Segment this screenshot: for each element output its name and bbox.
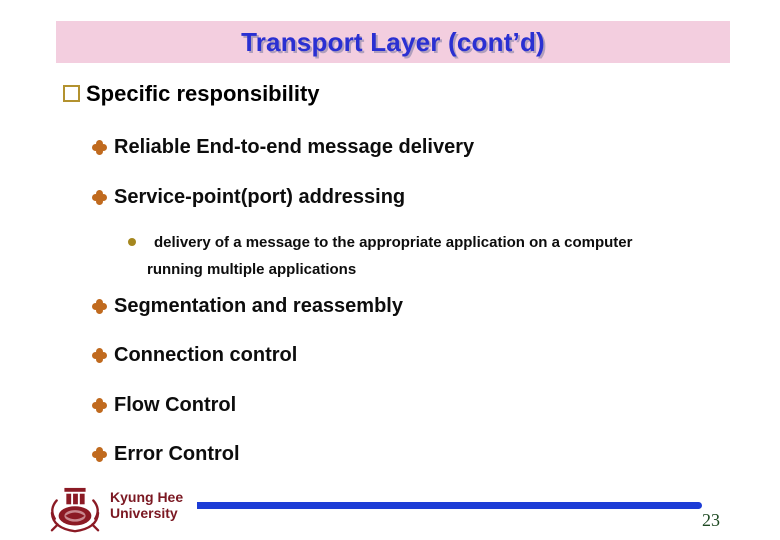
- bullet-item-reliable-delivery: Reliable End-to-end message delivery: [96, 135, 474, 160]
- heading-text: Specific responsibility: [86, 81, 320, 106]
- quatrefoil-bullet-icon: [96, 352, 103, 359]
- bullet-text: Service-point(port) addressing: [114, 186, 406, 208]
- bullet-text: Error Control: [114, 443, 240, 465]
- quatrefoil-bullet-icon: [96, 194, 103, 201]
- bullet-item-flow-control: Flow Control: [96, 393, 236, 418]
- bullet-text: Flow Control: [114, 394, 237, 416]
- slide-title: Transport Layer (cont’d): [241, 26, 545, 57]
- quatrefoil-bullet-icon: [96, 402, 103, 409]
- university-name-line1: Kyung Hee: [110, 489, 184, 505]
- quatrefoil-bullet-icon: [96, 303, 103, 310]
- footer-divider-bar: [197, 502, 702, 509]
- bullet-item-service-point-addressing: Service-point(port) addressing: [96, 185, 405, 210]
- bullet-item-error-control: Error Control: [96, 442, 240, 467]
- quatrefoil-bullet-icon: [96, 144, 103, 151]
- slide-title-bar: Transport Layer (cont’d): [56, 21, 730, 63]
- bullet-item-segmentation-reassembly: Segmentation and reassembly: [96, 294, 403, 319]
- heading-row: Specific responsibility: [63, 81, 320, 107]
- bullet-item-connection-control: Connection control: [96, 343, 297, 368]
- university-name: Kyung Hee University: [110, 489, 183, 521]
- dot-bullet-icon: [128, 238, 136, 246]
- bullet-text: Connection control: [114, 344, 298, 366]
- sub-bullet-text: delivery of a message to the appropriate…: [147, 234, 633, 278]
- quatrefoil-bullet-icon: [96, 451, 103, 458]
- square-bullet-icon: [63, 85, 80, 102]
- sub-bullet-item-delivery-description: delivery of a message to the appropriate…: [128, 229, 667, 283]
- page-number: 23: [702, 510, 720, 530]
- bullet-text: Reliable End-to-end message delivery: [114, 136, 475, 158]
- university-crest-logo-icon: [50, 487, 100, 533]
- university-name-line2: University: [110, 505, 178, 521]
- bullet-text: Segmentation and reassembly: [114, 295, 403, 317]
